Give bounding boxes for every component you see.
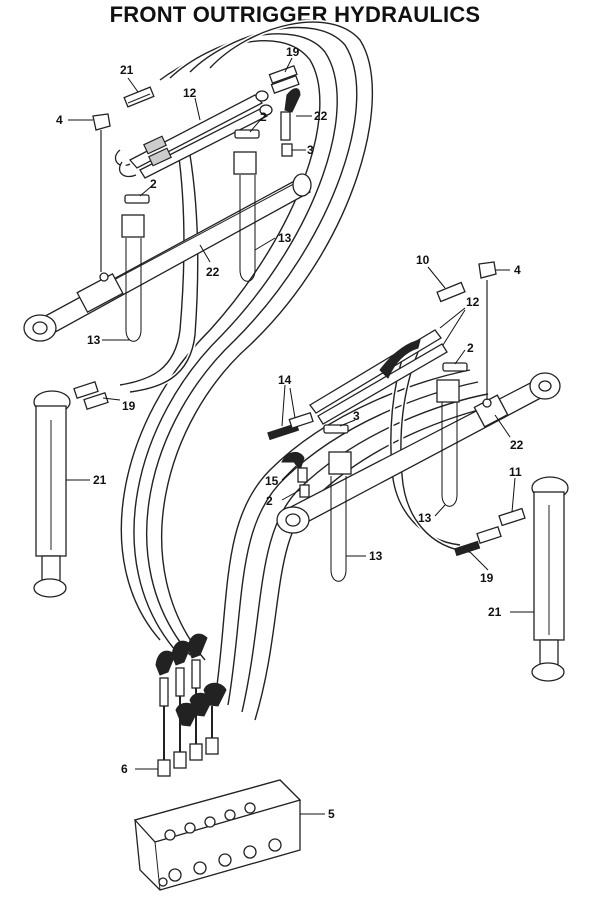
callout-2-center: 2 [266,494,273,508]
fitting-11 [498,507,526,527]
callout-16: 19 [286,45,300,59]
clamps-2-right [323,362,468,475]
left-beam-cylinder [23,173,312,342]
fittings-14 [267,411,314,441]
right-beam-cylinder [276,280,561,534]
callout-2-left: 2 [150,177,157,191]
fitting-10 [436,281,466,303]
callout-13-left-top: 13 [278,231,292,245]
clamps-2-left [121,129,260,238]
callout-10: 10 [416,253,430,267]
callout-labels: 4 21 12 19 22 3 2 2 22 13 13 19 21 10 4 … [56,45,524,821]
fittings-19-right [454,526,502,557]
callout-17: 21 [120,63,134,77]
outrigger-leg-21-right [531,476,569,682]
callout-5: 5 [328,807,335,821]
callout-12-right: 12 [466,295,480,309]
right-hydraulic-lines-12 [309,329,448,425]
callout-22-right: 22 [510,438,524,452]
callout-14: 14 [278,373,292,387]
outrigger-leg-21-left [33,390,71,598]
callout-2-right: 2 [467,341,474,355]
callout-19-left: 19 [122,399,136,413]
callout-12-left: 12 [183,86,197,100]
callout-3-left: 3 [307,143,314,157]
u-bolts-13-left [125,175,256,342]
callout-4-left: 4 [56,113,63,127]
callout-21-left: 21 [93,473,107,487]
callout-18: 22 [314,109,328,123]
grease-fitting-3-left [281,143,293,157]
hose-end-15 [281,452,308,483]
callout-13-right-mid: 13 [418,511,432,525]
fitting-17 [123,86,155,108]
callout-11: 11 [509,465,522,479]
callout-21-right: 21 [488,605,502,619]
hose-end-18 [280,88,301,141]
leader-lines [66,57,534,815]
callout-3-right: 3 [353,409,360,423]
adapter-fittings-6 [157,688,219,777]
callout-4-right: 4 [514,263,521,277]
left-hydraulic-lines-12 [114,90,273,179]
callout-22-left: 22 [206,265,220,279]
fittings-19-left [73,381,109,410]
callout-13-right: 13 [369,549,383,563]
hose-bundle [119,19,499,721]
callout-13-left: 13 [87,333,101,347]
elbow-fitting-4-right [478,261,497,279]
callout-19-right: 19 [480,571,494,585]
grease-fitting-2-center [299,484,310,498]
callout-6: 6 [121,762,128,776]
fittings-16 [268,64,300,94]
control-valve-5 [133,779,302,891]
callout-15: 15 [265,474,279,488]
callout-2-left-top: 2 [260,110,267,124]
u-bolts-13-right [330,402,458,582]
elbow-fitting-4-left [92,113,111,272]
